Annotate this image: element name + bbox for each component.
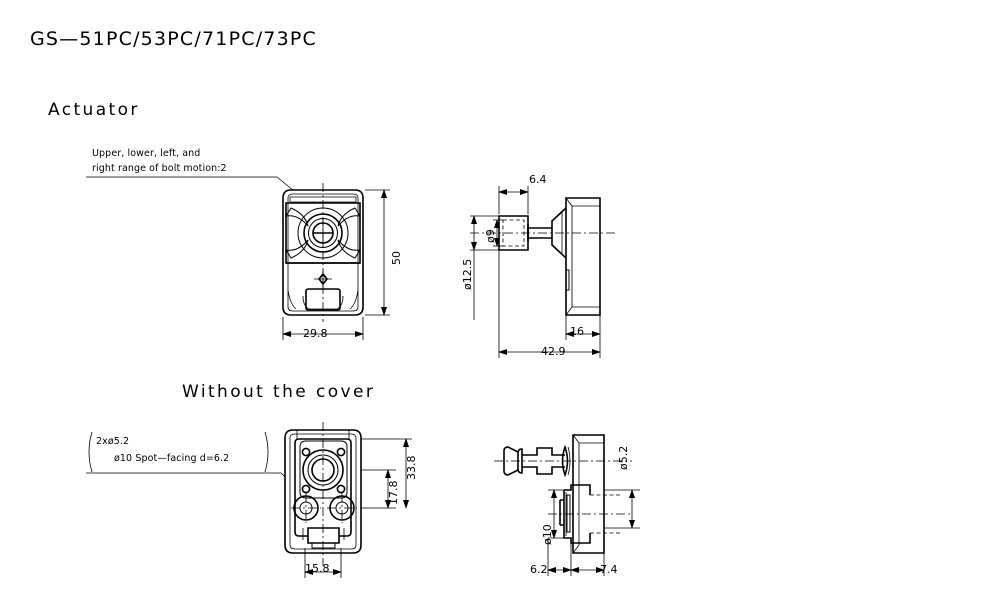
dim-cover-side-hole: ø10 (541, 524, 554, 545)
note-spot-facing-line1: 2xø5.2 (96, 436, 130, 447)
dim-front-height: 50 (390, 251, 403, 265)
dim-side-top: 6.4 (529, 173, 547, 186)
dim-cover-side-bore: ø5.2 (617, 445, 630, 470)
note-bolt-motion-line1: Upper, lower, left, and (92, 148, 201, 159)
dim-cover-side-right: 7.4 (600, 563, 618, 576)
note-spot-facing-line2: ø10 Spot—facing d=6.2 (114, 453, 230, 464)
section-heading-actuator: Actuator (48, 100, 140, 120)
front-view-actuator (282, 183, 390, 340)
dim-cover-width: 15.8 (305, 562, 330, 575)
dim-side-bore-large: ø12.5 (461, 258, 474, 290)
leader-bolt-motion (86, 176, 301, 197)
direction-marker-icon (314, 270, 332, 288)
dim-cover-height-total: 33.8 (405, 455, 418, 481)
dim-front-width: 29.8 (303, 327, 328, 340)
dim-side-block-width: 16 (570, 325, 584, 338)
side-view-actuator (470, 186, 616, 358)
drawing-title: GS—51PC/53PC/71PC/73PC (30, 28, 317, 50)
dim-cover-height-inner: 17.8 (387, 480, 400, 506)
note-bolt-motion-line2: right range of bolt motion:2 (92, 163, 227, 174)
dim-side-total: 42.9 (541, 345, 566, 358)
dim-cover-side-left: 6.2 (530, 563, 548, 576)
dim-side-bore-small: ø9 (484, 229, 497, 243)
section-heading-without-cover: Without the cover (182, 382, 376, 402)
